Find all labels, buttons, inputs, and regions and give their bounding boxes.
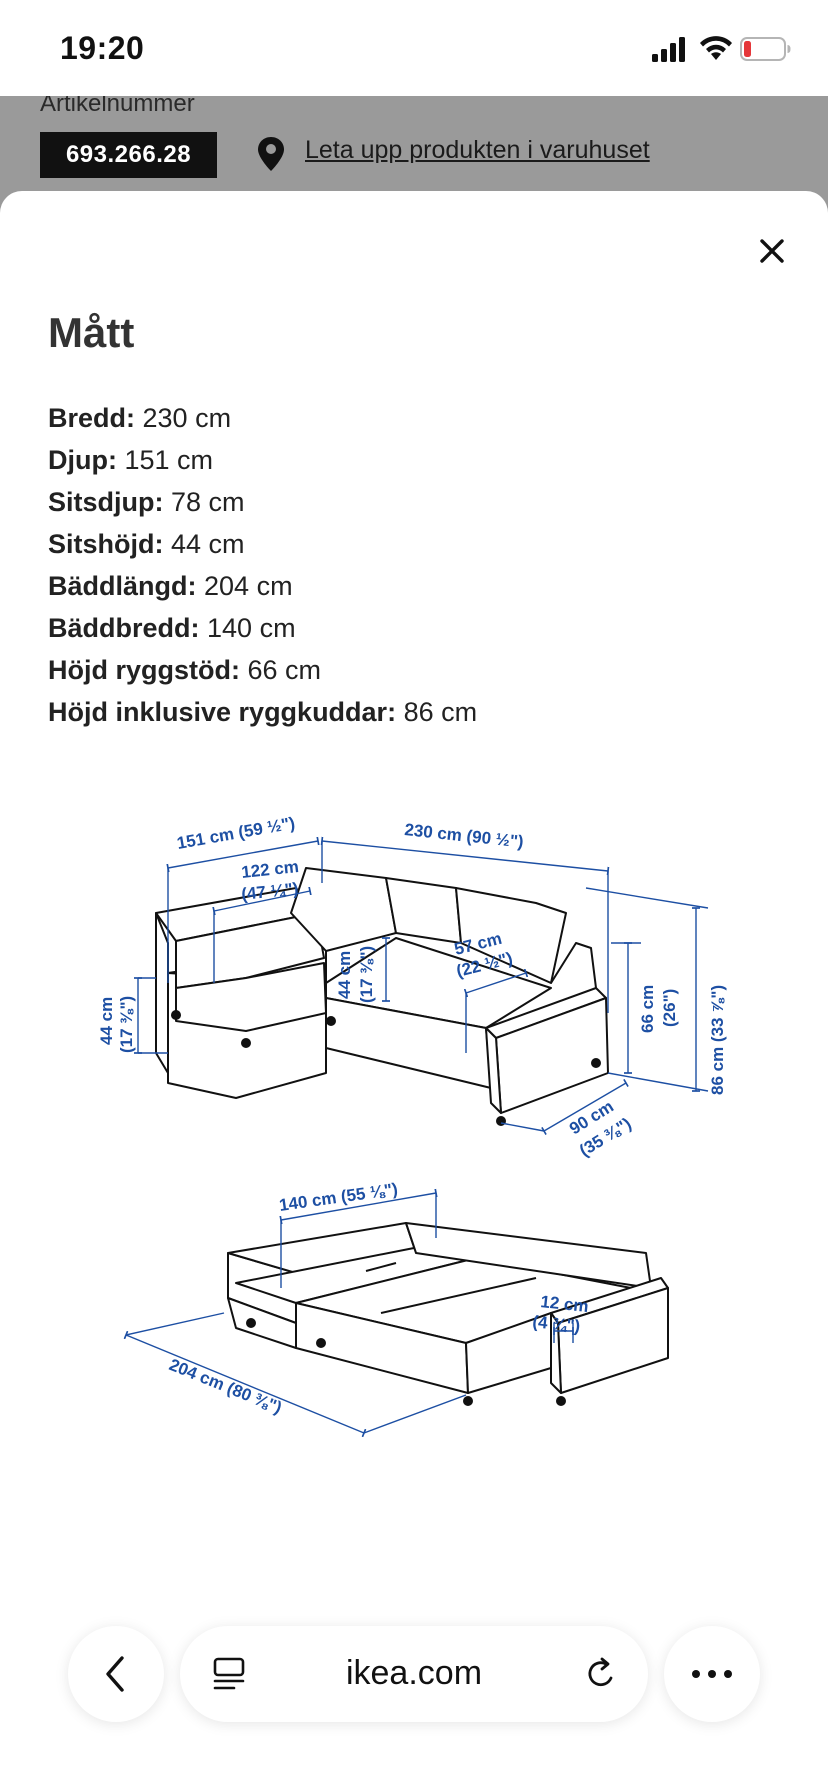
- ellipsis-icon: [692, 1670, 732, 1678]
- spec-seat-depth: Sitsdjup: 78 cm: [48, 487, 245, 517]
- label-arm-width-in: (4 ¾"): [532, 1312, 581, 1336]
- url-text[interactable]: ikea.com: [345, 1654, 483, 1692]
- label-seat-height-left-cm: 44 cm: [97, 997, 116, 1045]
- cellular-signal-icon: [652, 37, 685, 62]
- article-number: 693.266.28: [40, 132, 217, 178]
- spec-seat-height: Sitshöjd: 44 cm: [48, 529, 245, 559]
- more-options-button[interactable]: [664, 1626, 760, 1722]
- spec-bed-width: Bäddbredd: 140 cm: [48, 613, 296, 643]
- reader-mode-icon[interactable]: [212, 1656, 246, 1692]
- label-chaise-inner-cm: 122 cm: [240, 857, 299, 882]
- dimensions-modal: Mått Bredd: 230 cm Djup: 151 cm Sitsdjup…: [0, 191, 828, 1792]
- article-number-label: Artikelnummer: [40, 96, 195, 117]
- label-total-height: 86 cm (33 ⅞"): [708, 985, 727, 1095]
- find-in-store-link[interactable]: Leta upp produkten i varuhuset: [305, 136, 650, 164]
- spec-height-with-cushions: Höjd inklusive ryggkuddar: 86 cm: [48, 697, 478, 727]
- spec-backrest-height: Höjd ryggstöd: 66 cm: [48, 655, 322, 685]
- sofa-drawing-assembled: [155, 867, 609, 1126]
- label-bed-length: 204 cm (80 ⅜"): [167, 1355, 285, 1417]
- chevron-left-icon: [106, 1656, 124, 1692]
- label-seat-height-left-in: (17 ⅜"): [117, 996, 136, 1053]
- location-pin-icon: [258, 137, 284, 171]
- status-time: 19:20: [60, 30, 145, 66]
- label-depth: 151 cm (59 ½"): [175, 813, 296, 852]
- label-width: 230 cm (90 ½"): [404, 820, 525, 851]
- label-seat-height-mid-cm: 44 cm: [335, 951, 354, 999]
- label-seat-height-mid-in: (17 ⅜"): [357, 946, 376, 1003]
- sofa-drawing-bed: [227, 1222, 669, 1406]
- label-back-height-cm: 66 cm: [638, 985, 657, 1033]
- label-arm-width-cm: 12 cm: [540, 1292, 590, 1316]
- close-icon[interactable]: [752, 231, 792, 271]
- dimension-list: Bredd: 230 cm Djup: 151 cm Sitsdjup: 78 …: [48, 397, 788, 733]
- spec-bed-length: Bäddlängd: 204 cm: [48, 571, 293, 601]
- reload-icon[interactable]: [584, 1656, 620, 1692]
- spec-depth: Djup: 151 cm: [48, 445, 214, 475]
- spec-width: Bredd: 230 cm: [48, 403, 232, 433]
- label-back-height-in: (26"): [660, 989, 679, 1027]
- modal-title: Mått: [48, 309, 135, 356]
- address-bar[interactable]: ikea.com: [180, 1626, 648, 1722]
- battery-low-icon: [740, 37, 791, 61]
- status-bar: 19:20: [0, 0, 828, 96]
- browser-back-button[interactable]: [68, 1626, 164, 1722]
- home-indicator: [275, 1772, 553, 1782]
- dimension-diagram: 151 cm (59 ½") 230 cm (90 ½") 122 cm (47…: [97, 813, 727, 1438]
- wifi-icon: [700, 36, 732, 60]
